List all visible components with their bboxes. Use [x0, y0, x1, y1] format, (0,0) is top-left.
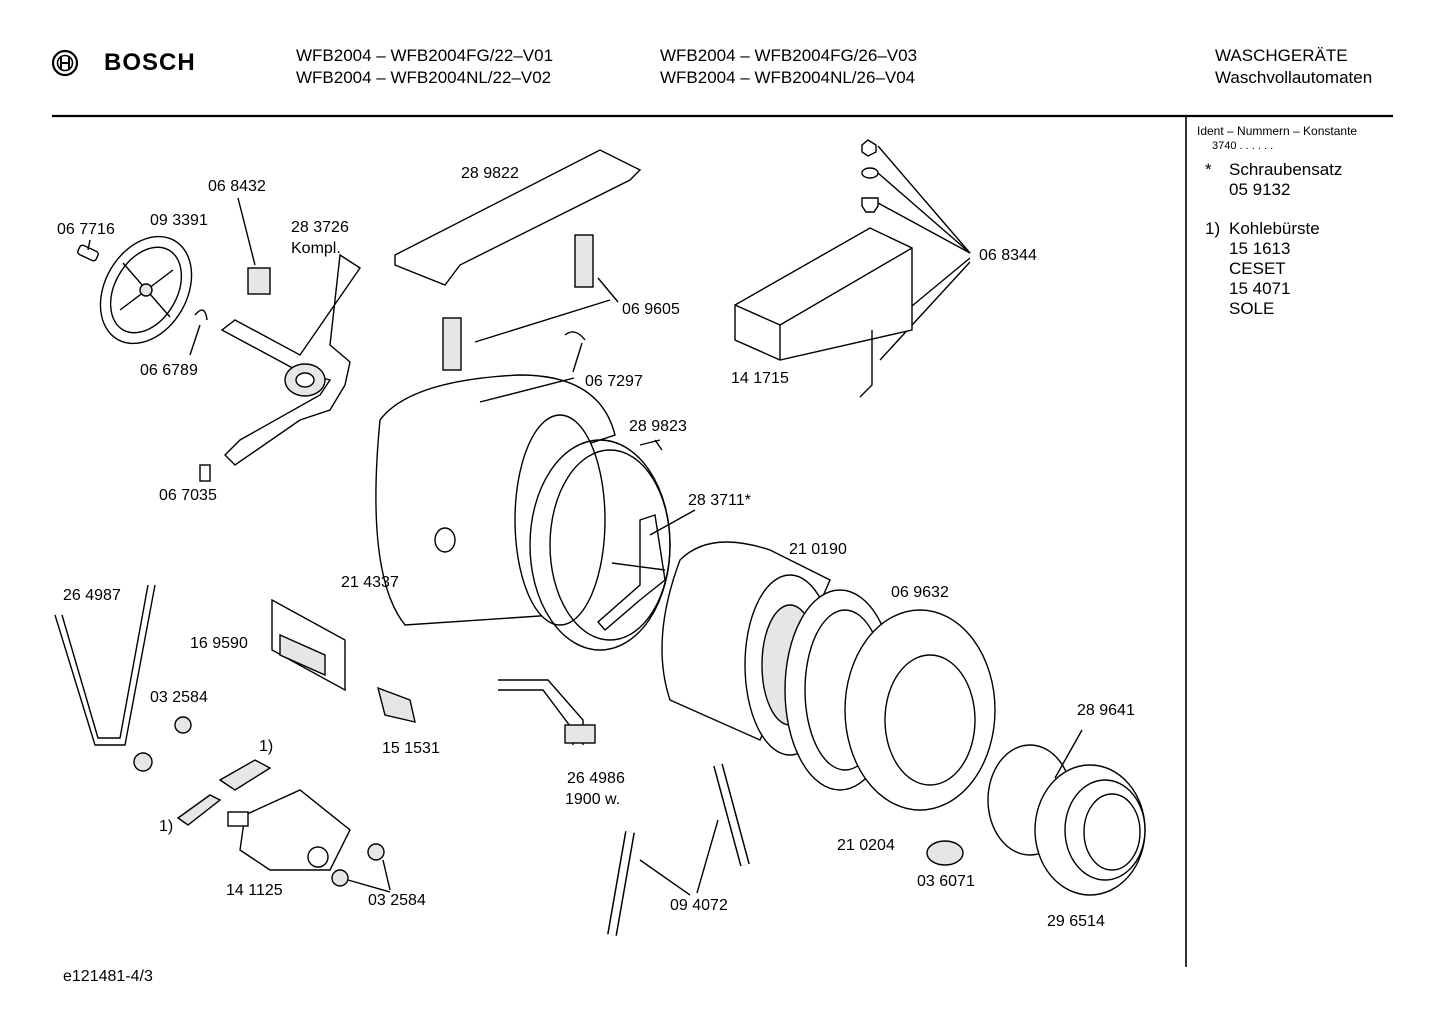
shaft-bracket-part	[597, 514, 666, 631]
motor-part	[227, 789, 351, 871]
shock-absorber-part	[607, 763, 750, 936]
bracket-plate-part	[271, 598, 346, 692]
part-label: 14 1125	[226, 882, 283, 899]
part-label: Kompl.	[291, 240, 341, 257]
spring-part	[442, 234, 594, 371]
part-label: 15 1531	[382, 740, 440, 757]
part-label: 06 6789	[140, 362, 198, 379]
spider-arm-part	[220, 253, 361, 466]
part-label: 28 3711*	[688, 492, 751, 509]
part-label: 06 8344	[979, 247, 1037, 264]
note-screwset-number: 05 9132	[1229, 180, 1291, 199]
note-marker-1: 1)	[1205, 219, 1221, 238]
part-label: 09 4072	[670, 897, 728, 914]
nut-washer-part	[861, 139, 879, 213]
part-label: 03 2584	[368, 892, 426, 909]
spring-clip-part	[564, 331, 586, 341]
bosch-logo	[50, 48, 80, 83]
part-label: 21 4337	[341, 574, 399, 591]
door-seal-part	[1034, 764, 1146, 896]
part-label: 26 4986	[567, 770, 625, 787]
tub-rear-part	[375, 374, 616, 626]
part-label: 09 3391	[150, 212, 208, 229]
part-label: 21 0190	[789, 541, 847, 558]
part-label: 16 9590	[190, 635, 248, 652]
part-label: 06 9605	[622, 301, 680, 318]
belt-part	[54, 584, 156, 746]
crossbar-part	[394, 149, 642, 286]
brand-name: BOSCH	[104, 49, 196, 76]
part-label: 29 6514	[1047, 913, 1105, 930]
part-label: 28 9823	[629, 418, 687, 435]
part-label: 03 6071	[917, 873, 975, 890]
part-label: 06 8432	[208, 178, 266, 195]
note-brush-number-1: 15 1613	[1229, 239, 1291, 258]
screw-small-part	[199, 464, 211, 482]
model-line-1: WFB2004 – WFB2004FG/22–V01	[296, 46, 554, 65]
part-label: 1)	[159, 818, 174, 835]
part-label: 28 9641	[1077, 702, 1135, 719]
nut-part	[174, 716, 192, 734]
drawing-code: e121481-4/3	[63, 968, 153, 985]
category-subtitle: Waschvollautomaten	[1215, 68, 1373, 87]
tub-front-part	[844, 609, 996, 811]
carbon-brush-part	[218, 759, 272, 791]
part-label: 21 0204	[837, 837, 895, 854]
part-label: 1900 w.	[565, 791, 621, 808]
cup-part	[926, 840, 964, 866]
model-line-4: WFB2004 – WFB2004NL/26–V04	[660, 68, 916, 87]
clip-part	[376, 686, 416, 723]
note-brush-maker-2: SOLE	[1229, 299, 1275, 318]
bosch-emblem-icon	[51, 49, 79, 77]
ident-title: Ident – Nummern – Konstante	[1197, 124, 1358, 138]
part-label: 28 3726	[291, 219, 349, 236]
brush-holder-part	[247, 267, 271, 295]
counterweight-part	[734, 227, 913, 361]
pulley-wheel-part	[99, 235, 193, 345]
part-label: 06 7297	[585, 373, 643, 390]
part-label: 1)	[259, 738, 274, 755]
note-brush-maker-1: CESET	[1229, 259, 1286, 278]
circlip-part	[194, 309, 208, 321]
part-label: 06 7035	[159, 487, 217, 504]
model-line-3: WFB2004 – WFB2004FG/26–V03	[660, 46, 918, 65]
ident-value: 3740 . . . . . .	[1212, 140, 1274, 152]
part-label: 06 9632	[891, 584, 949, 601]
note-brush-title: Kohlebürste	[1229, 219, 1320, 238]
part-label: 03 2584	[150, 689, 208, 706]
part-label: 26 4987	[63, 587, 121, 604]
hook-bolt-part	[859, 330, 873, 398]
part-label: 06 7716	[57, 221, 115, 238]
part-label: 14 1715	[731, 370, 789, 387]
note-marker-star: *	[1205, 160, 1212, 179]
screw-part	[77, 244, 99, 262]
part-label: 28 9822	[461, 165, 519, 182]
note-brush-number-2: 15 4071	[1229, 279, 1291, 298]
model-line-2: WFB2004 – WFB2004NL/22–V02	[296, 68, 552, 87]
note-screwset-title: Schraubensatz	[1229, 160, 1343, 179]
category-title: WASCHGERÄTE	[1215, 46, 1348, 65]
